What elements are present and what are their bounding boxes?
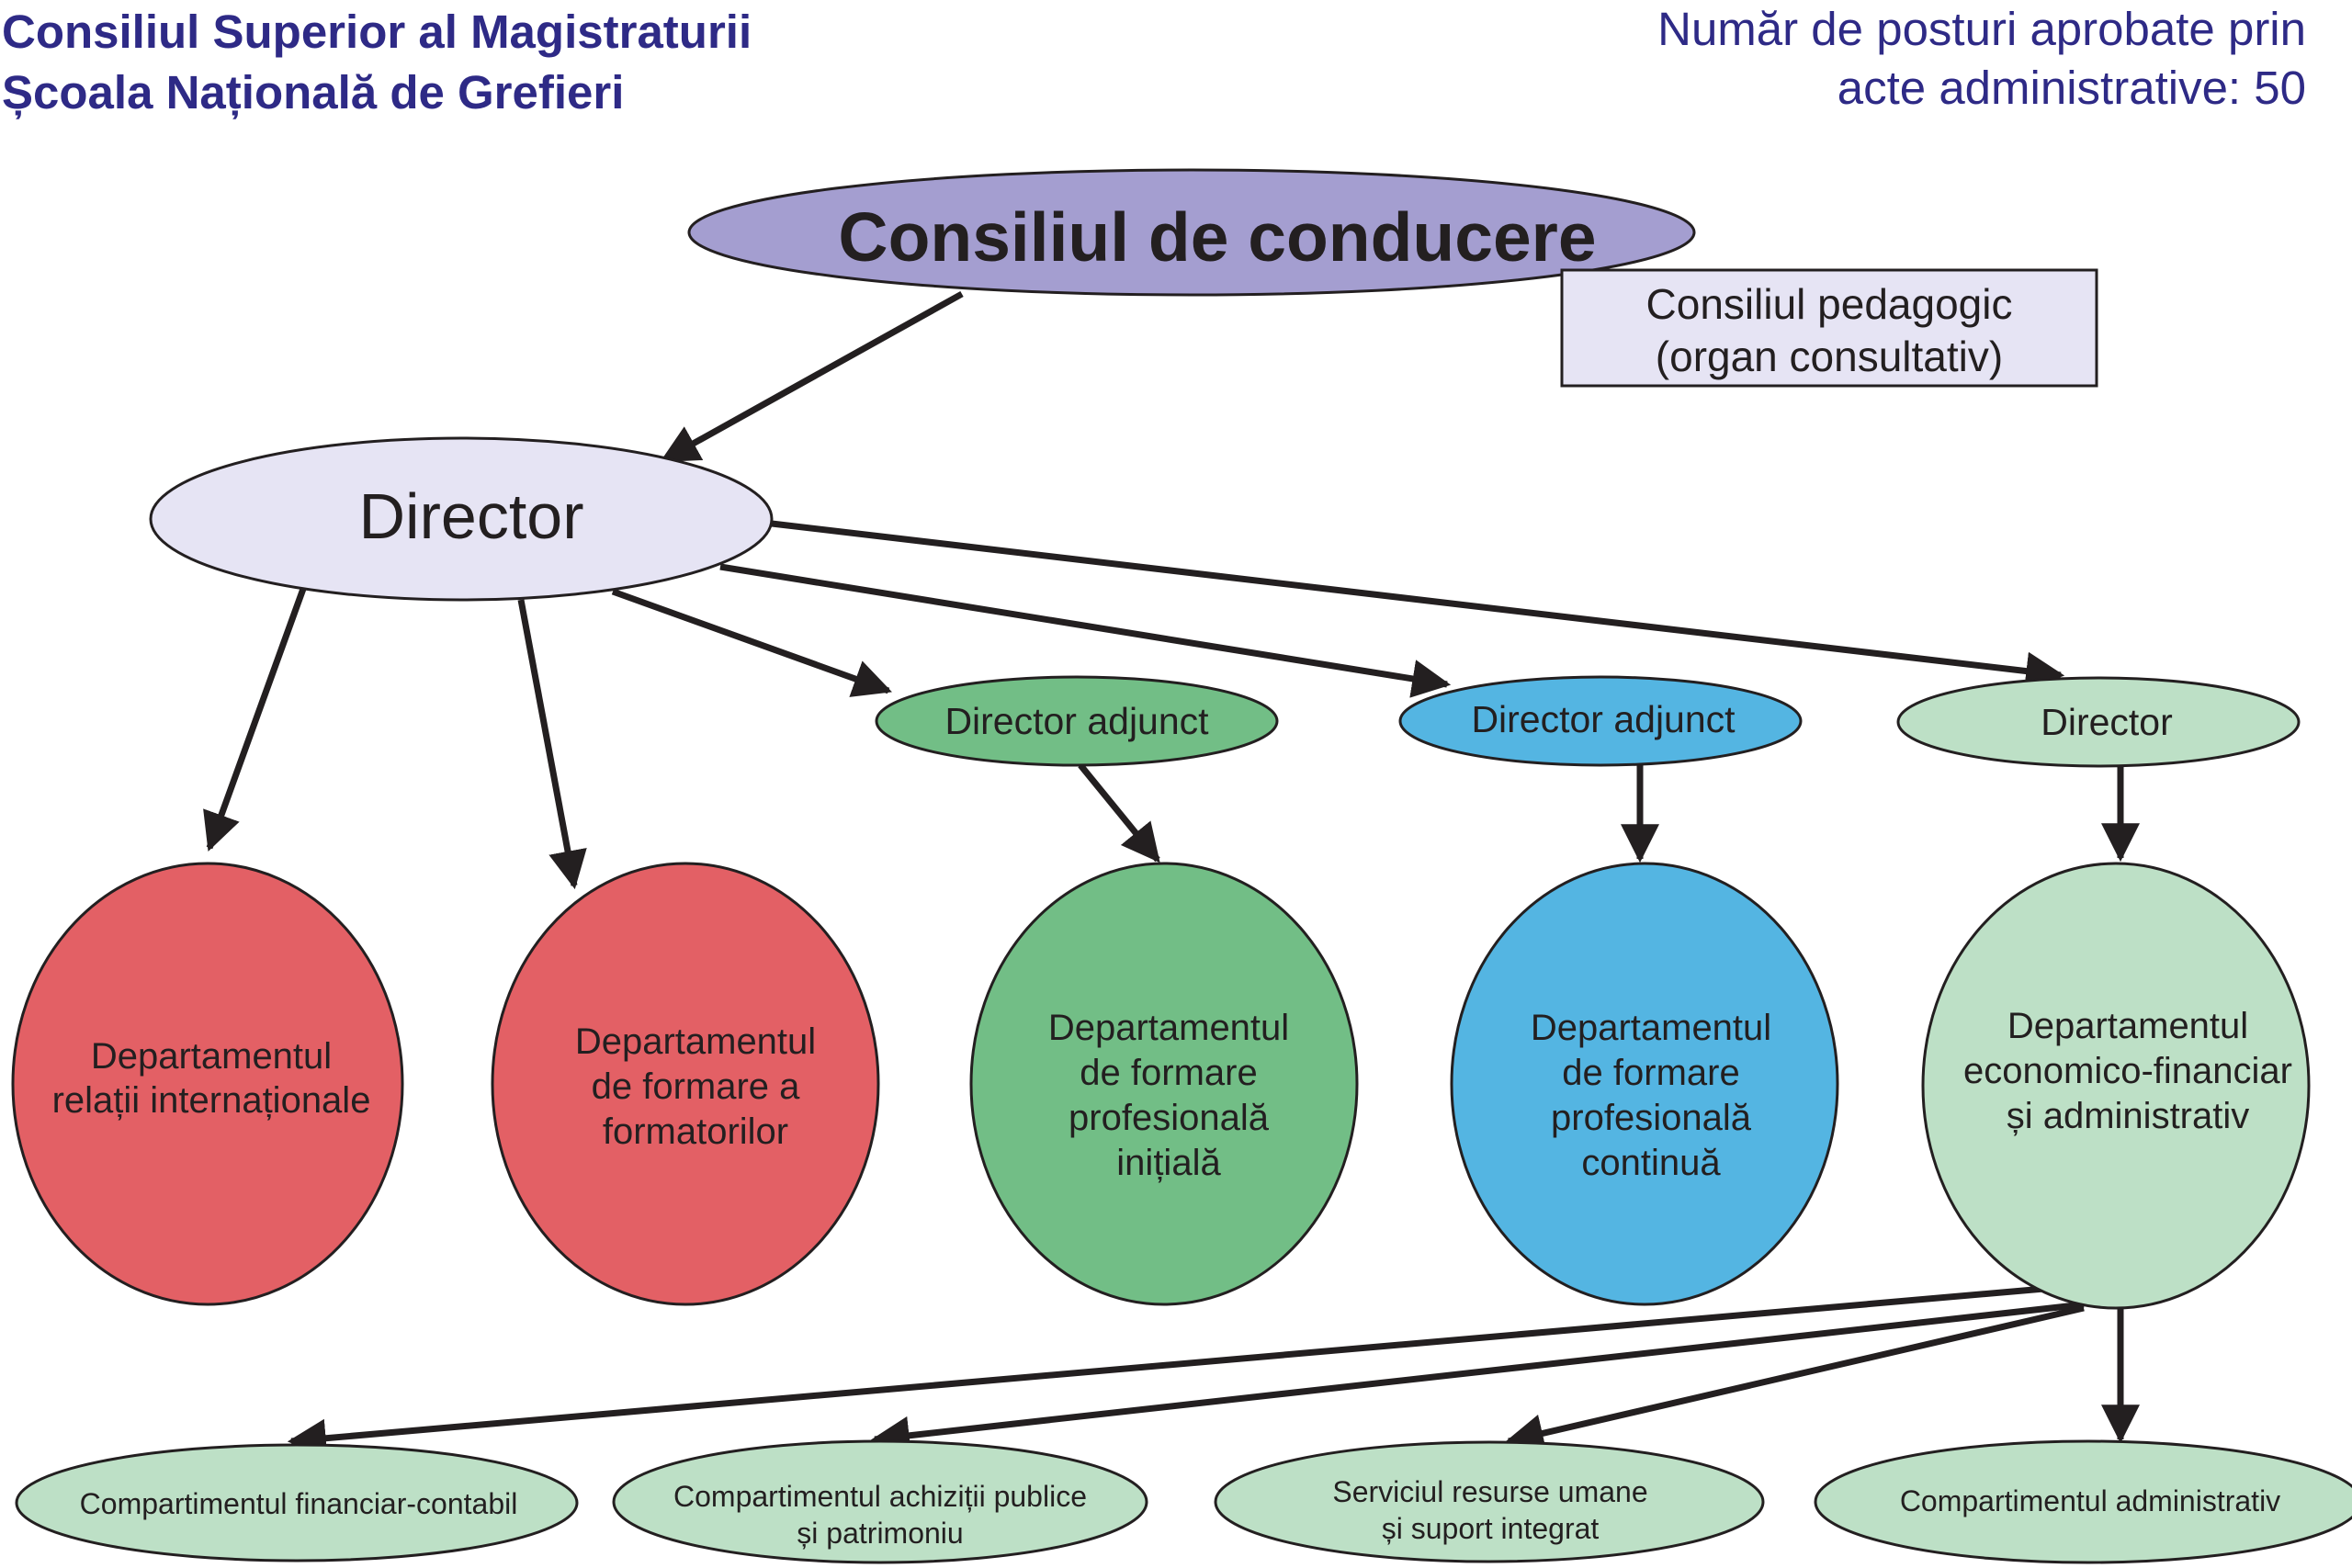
comp-achizitii-line2: și patrimoniu: [797, 1517, 963, 1550]
node-dept-continua: Departamentul de formare profesională co…: [1450, 862, 1839, 1306]
comp-administrativ-label: Compartimentul administrativ: [1900, 1484, 2280, 1517]
comp-financiar-label: Compartimentul financiar-contabil: [80, 1487, 518, 1520]
serv-resurse-line2: și suport integrat: [1382, 1512, 1600, 1545]
node-consiliul-conducere: Consiliul de conducere: [687, 168, 1696, 297]
dept-relatii-line2: relații internaționale: [52, 1080, 371, 1121]
node-director-economic: Director: [1896, 676, 2301, 768]
node-comp-financiar: Compartimentul financiar-contabil: [15, 1443, 579, 1562]
node-comp-administrativ: Compartimentul administrativ: [1814, 1439, 2352, 1564]
node-director-label: Director: [358, 480, 583, 552]
node-consiliul-conducere-label: Consiliul de conducere: [838, 198, 1596, 276]
dept-formatori-line1: Departamentul: [575, 1021, 816, 1062]
dept-initiala-line4: inițială: [1116, 1143, 1221, 1183]
node-consiliul-pedagogic: Consiliul pedagogic (organ consultativ): [1560, 268, 2098, 388]
dept-relatii-line1: Departamentul: [91, 1036, 332, 1077]
comp-achizitii-line1: Compartimentul achiziții publice: [673, 1480, 1087, 1513]
arrow-adjunct-1-to-dept-initiala: [1078, 762, 1160, 863]
node-director-adjunct-1: Director adjunct: [875, 675, 1279, 767]
org-title-line1: Consiliul Superior al Magistraturii: [2, 6, 752, 58]
posts-note-line2: acte administrative: 50: [1837, 62, 2306, 114]
arrow-consiliul-to-director: [660, 290, 964, 464]
approved-posts-note: Număr de posturi aprobate prin acte admi…: [1657, 0, 2306, 118]
node-dept-economic: Departamentul economico-financiar și adm…: [1921, 862, 2311, 1310]
node-director-adjunct-2: Director adjunct: [1398, 675, 1803, 767]
dept-formatori-line3: formatorilor: [603, 1111, 788, 1152]
arrow-dept-economic-to-serv-resurse: [1504, 1304, 2085, 1452]
arrow-director-to-director-economic: [771, 520, 2065, 691]
arrow-dept-economic-to-comp-achizitii: [870, 1301, 2085, 1455]
arrow-director-to-adjunct-1: [611, 588, 892, 697]
node-director: Director: [149, 436, 774, 602]
arrow-dept-economic-to-comp-financiar: [287, 1285, 2045, 1458]
org-title-line2: Școala Națională de Grefieri: [2, 66, 625, 118]
director-adjunct-2-label: Director adjunct: [1471, 698, 1736, 740]
director-economic-label: Director: [2041, 701, 2173, 743]
dept-economic-line2: economico-financiar: [1963, 1051, 2292, 1091]
organization-title: Consiliul Superior al Magistraturii Școa…: [2, 2, 752, 123]
dept-continua-line2: de formare: [1562, 1053, 1739, 1093]
dept-formatori-line2: de formare a: [592, 1066, 801, 1107]
arrow-director-to-dept-formatori: [517, 599, 587, 890]
node-dept-relatii: Departamentul relații internaționale: [11, 862, 404, 1306]
director-adjunct-1-label: Director adjunct: [944, 700, 1209, 742]
dept-initiala-line2: de formare: [1080, 1053, 1257, 1093]
dept-continua-line4: continuă: [1581, 1143, 1721, 1183]
arrow-director-to-adjunct-2: [719, 563, 1452, 698]
posts-note-line1: Număr de posturi aprobate prin: [1657, 3, 2306, 55]
dept-initiala-line3: profesională: [1069, 1098, 1270, 1138]
dept-economic-line3: și administrativ: [2007, 1096, 2250, 1136]
node-comp-achizitii: Compartimentul achiziții publice și patr…: [612, 1439, 1148, 1564]
dept-initiala-line1: Departamentul: [1048, 1008, 1289, 1048]
dept-economic-line1: Departamentul: [2007, 1006, 2248, 1046]
dept-continua-line1: Departamentul: [1531, 1008, 1771, 1048]
consiliul-pedagogic-line1: Consiliul pedagogic: [1646, 280, 2013, 328]
serv-resurse-line1: Serviciul resurse umane: [1332, 1475, 1647, 1508]
consiliul-pedagogic-line2: (organ consultativ): [1656, 333, 2003, 380]
arrow-director-to-dept-relatii: [203, 587, 307, 852]
node-dept-initiala: Departamentul de formare profesională in…: [969, 862, 1359, 1306]
dept-continua-line3: profesională: [1551, 1098, 1752, 1138]
node-dept-formatori: Departamentul de formare a formatorilor: [491, 862, 880, 1306]
node-serv-resurse: Serviciul resurse umane și suport integr…: [1214, 1440, 1765, 1563]
